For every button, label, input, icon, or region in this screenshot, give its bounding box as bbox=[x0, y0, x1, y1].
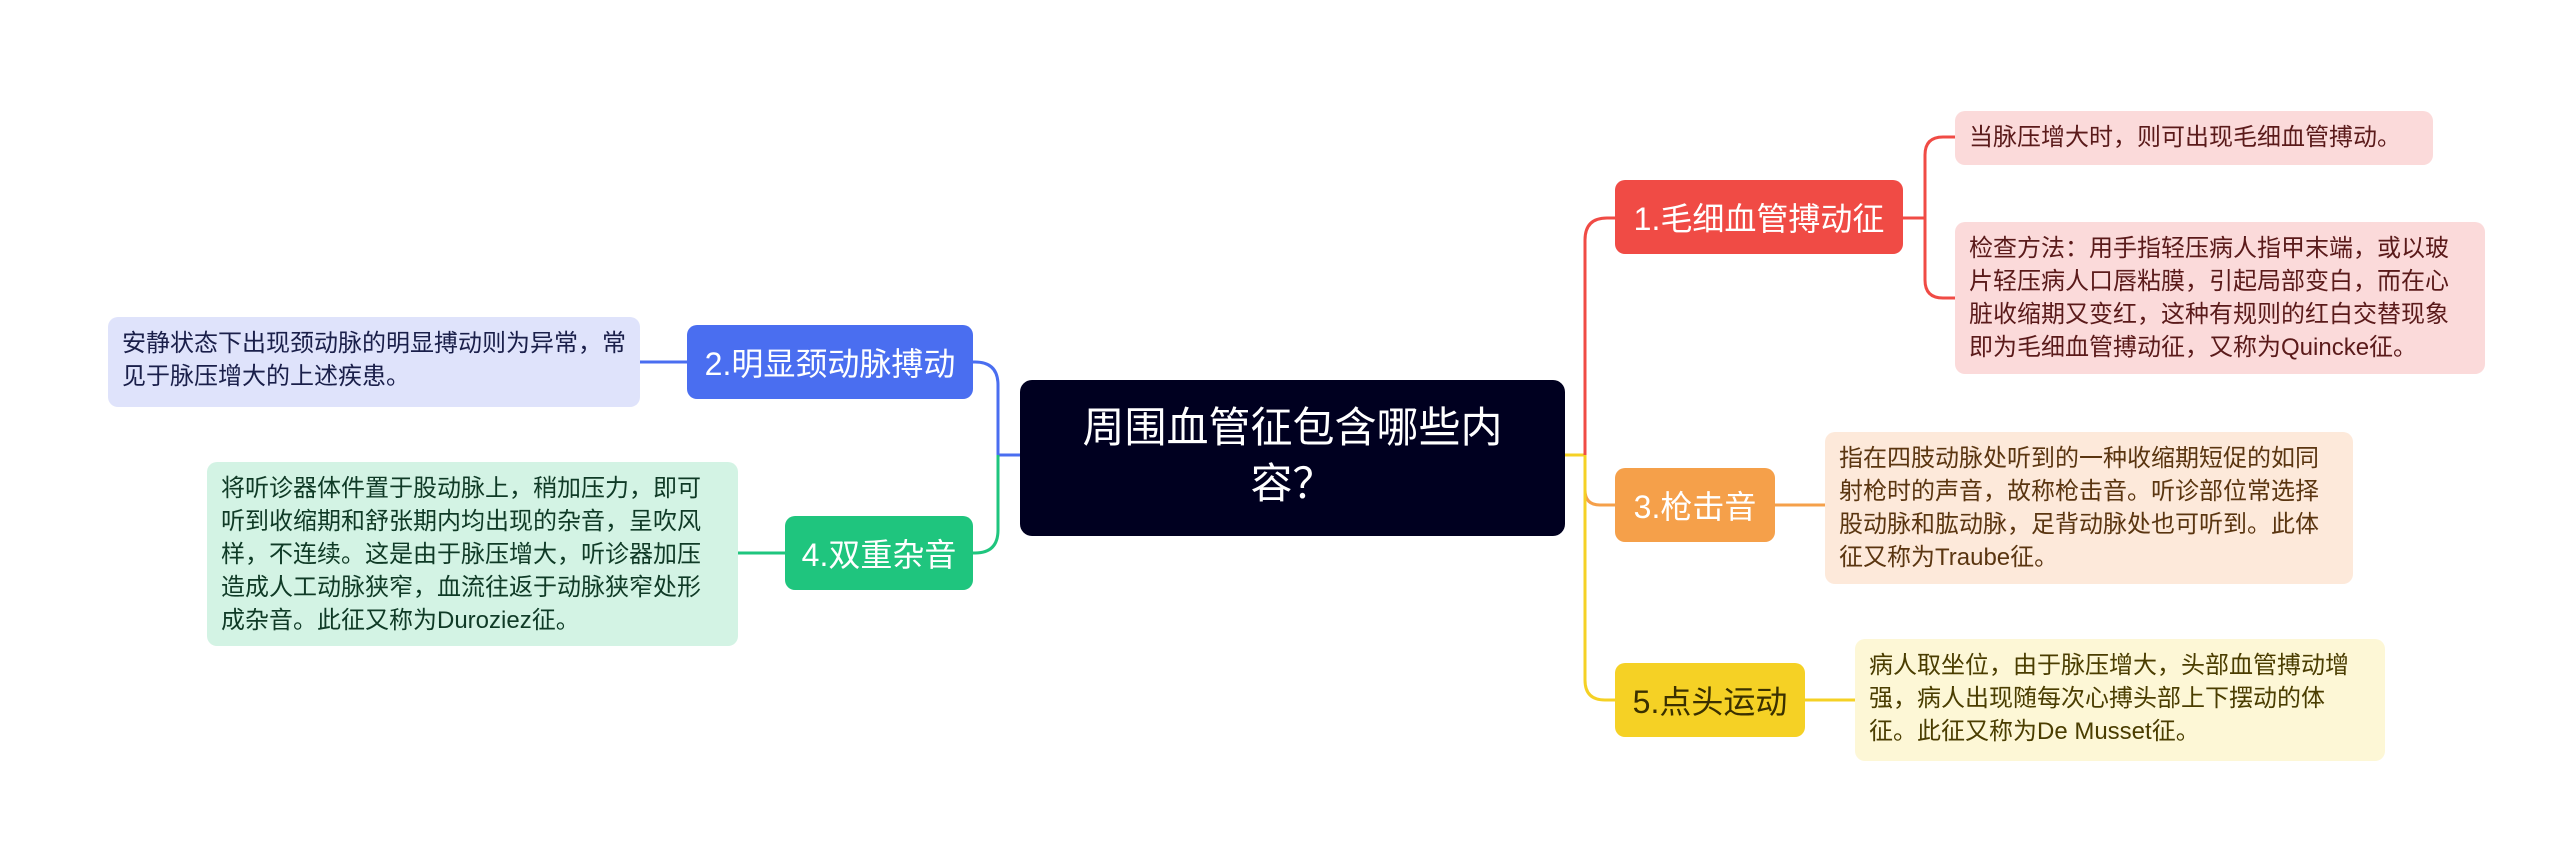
connector-branch-4 bbox=[973, 455, 1000, 555]
connector-branch-1 bbox=[1583, 216, 1615, 455]
branch-label: 1.毛细血管搏动征 bbox=[1633, 201, 1885, 237]
leaf-carotid[interactable]: 安静状态下出现颈动脉的明显搏动则为异常，常见于脉压增大的上述疾患。 bbox=[108, 317, 640, 407]
branch-head-nodding[interactable]: 5.点头运动 bbox=[1615, 663, 1805, 737]
leaf-capillary-2[interactable]: 检查方法：用手指轻压病人指甲末端，或以玻片轻压病人口唇粘膜，引起局部变白，而在心… bbox=[1955, 222, 2485, 374]
leaf-text: 将听诊器体件置于股动脉上，稍加压力，即可听到收缩期和舒张期内均出现的杂音，呈吹风… bbox=[221, 475, 701, 634]
leaf-double-murmur[interactable]: 将听诊器体件置于股动脉上，稍加压力，即可听到收缩期和舒张期内均出现的杂音，呈吹风… bbox=[207, 462, 738, 646]
leaf-capillary-1[interactable]: 当脉压增大时，则可出现毛细血管搏动。 bbox=[1955, 111, 2433, 165]
branch-capillary-pulsation[interactable]: 1.毛细血管搏动征 bbox=[1615, 180, 1903, 254]
leaf-text: 检查方法：用手指轻压病人指甲末端，或以玻片轻压病人口唇粘膜，引起局部变白，而在心… bbox=[1969, 235, 2449, 361]
leaf-text: 指在四肢动脉处听到的一种收缩期短促的如同射枪时的声音，故称枪击音。听诊部位常选择… bbox=[1839, 445, 2319, 571]
branch-label: 4.双重杂音 bbox=[801, 537, 957, 573]
branch-double-murmur[interactable]: 4.双重杂音 bbox=[785, 516, 973, 590]
branch-carotid-pulsation[interactable]: 2.明显颈动脉搏动 bbox=[687, 325, 973, 399]
connector-branch-2 bbox=[973, 360, 1000, 455]
branch-label: 3.枪击音 bbox=[1633, 489, 1757, 525]
root-topic[interactable]: 周围血管征包含哪些内容？ bbox=[1020, 380, 1565, 536]
connector-branch-3 bbox=[1583, 455, 1615, 507]
leaf-text: 当脉压增大时，则可出现毛细血管搏动。 bbox=[1969, 124, 2401, 151]
connector-leaf-1b bbox=[1923, 218, 1955, 300]
connector-branch-5 bbox=[1583, 455, 1615, 702]
leaf-head-nodding[interactable]: 病人取坐位，由于脉压增大，头部血管搏动增强，病人出现随每次心搏头部上下摆动的体征… bbox=[1855, 639, 2385, 761]
branch-pistol-shot-sound[interactable]: 3.枪击音 bbox=[1615, 468, 1775, 542]
branch-label: 2.明显颈动脉搏动 bbox=[704, 346, 956, 382]
leaf-text: 病人取坐位，由于脉压增大，头部血管搏动增强，病人出现随每次心搏头部上下摆动的体征… bbox=[1869, 652, 2349, 745]
leaf-pistol-shot[interactable]: 指在四肢动脉处听到的一种收缩期短促的如同射枪时的声音，故称枪击音。听诊部位常选择… bbox=[1825, 432, 2353, 584]
leaf-text: 安静状态下出现颈动脉的明显搏动则为异常，常见于脉压增大的上述疾患。 bbox=[122, 330, 626, 390]
connector-leaf-1a bbox=[1903, 135, 1955, 220]
root-title: 周围血管征包含哪些内容？ bbox=[1082, 404, 1503, 507]
branch-label: 5.点头运动 bbox=[1632, 684, 1788, 720]
